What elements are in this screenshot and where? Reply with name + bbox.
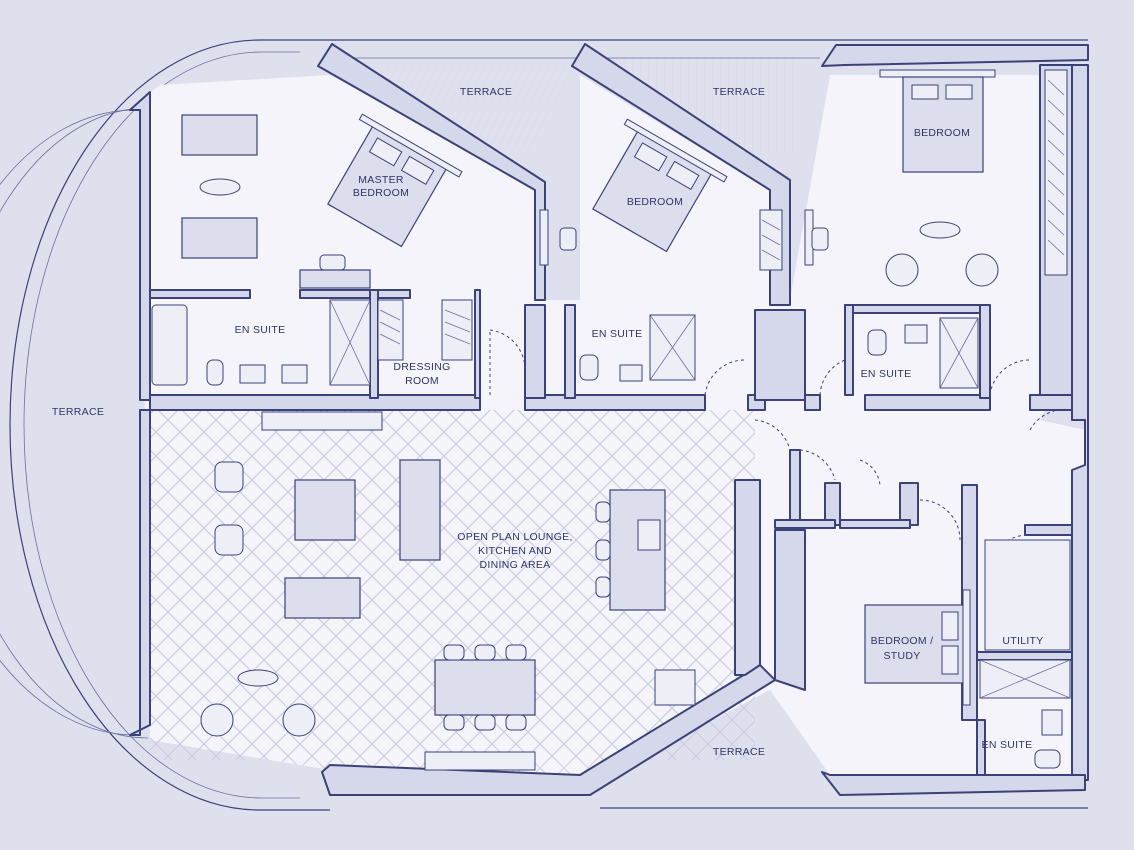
open-plan-label-line1: OPEN PLAN LOUNGE,: [457, 531, 572, 543]
open-plan-label-line2: KITCHEN AND: [478, 545, 552, 557]
open-plan-label-line3: DINING AREA: [480, 559, 551, 571]
en-suite-master-label: EN SUITE: [235, 324, 286, 336]
furniture: [181, 114, 999, 771]
terrace-label-west: TERRACE: [52, 406, 104, 418]
terrace-label-top-right: TERRACE: [713, 86, 765, 98]
bedroom-study-label-line2: STUDY: [883, 650, 920, 662]
bedroom-right-label: BEDROOM: [914, 127, 970, 139]
terrace-label-top-left: TERRACE: [460, 86, 512, 98]
walls: [129, 43, 1089, 796]
door-swings: [489, 329, 1073, 576]
master-bedroom-label-line2: BEDROOM: [353, 187, 409, 199]
utility-label: UTILITY: [1002, 635, 1043, 647]
dressing-room-label-line1: DRESSING: [393, 361, 450, 373]
dressing-room-label-line2: ROOM: [405, 375, 439, 387]
beds: [327, 69, 996, 706]
master-bedroom-label-line1: MASTER: [358, 174, 404, 186]
bedroom-study-label-line1: BEDROOM /: [871, 635, 934, 647]
bedroom-middle-label: BEDROOM: [627, 196, 683, 208]
en-suite-middle-label: EN SUITE: [592, 328, 643, 340]
wardrobes: [377, 69, 1068, 361]
terrace-label-south: TERRACE: [713, 746, 765, 758]
room-labels: TERRACE TERRACE TERRACE TERRACE MASTER B…: [52, 86, 1043, 758]
en-suite-study-label: EN SUITE: [982, 739, 1033, 751]
en-suite-right-label: EN SUITE: [861, 368, 912, 380]
bathroom-fixtures: [151, 299, 1071, 769]
